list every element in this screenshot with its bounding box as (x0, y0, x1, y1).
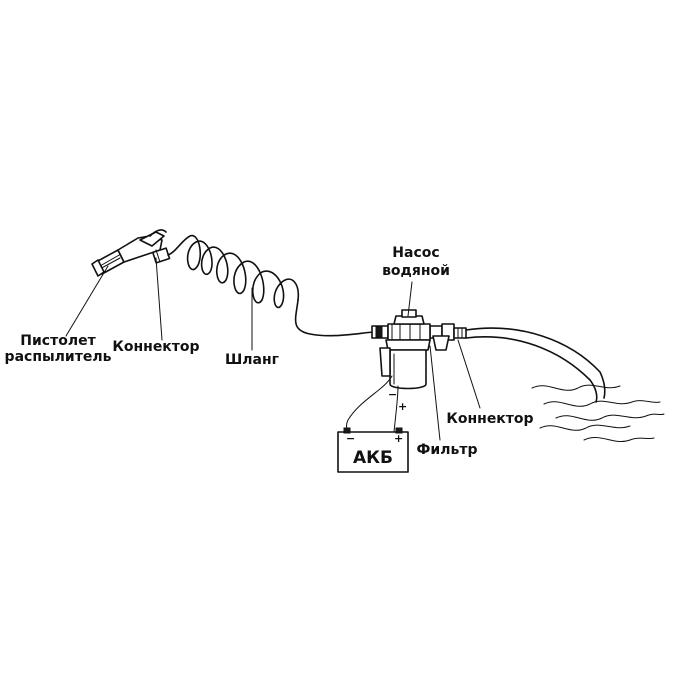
label-filter: Фильтр (417, 442, 478, 458)
label-connector-right: Коннектор (446, 411, 533, 427)
wire-plus-sign: + (398, 400, 407, 413)
filter-and-connector (432, 323, 606, 403)
label-connector-left: Коннектор (112, 339, 199, 355)
battery-minus-terminal: − (346, 432, 355, 445)
label-pump-line2: водяной (382, 263, 450, 279)
spray-gun (91, 229, 171, 277)
water-waves (531, 384, 665, 442)
label-spray-gun-line2: распылитель (5, 349, 112, 365)
battery-label: АКБ (353, 448, 393, 468)
coiled-hose (167, 235, 375, 337)
leader-lines (65, 257, 481, 441)
battery-plus-terminal: + (394, 432, 403, 445)
wire-minus-sign: − (388, 388, 397, 401)
water-pump (371, 309, 443, 390)
label-pump-line1: Насос (392, 245, 439, 261)
label-spray-gun-line1: Пистолет (20, 333, 96, 349)
battery: − + АКБ (337, 427, 409, 473)
label-hose: Шланг (225, 352, 279, 368)
